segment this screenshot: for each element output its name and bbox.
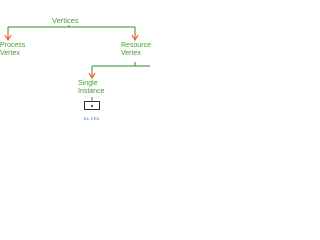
- vertices-diagram: Vertices Process Vertex Resource Vertex …: [0, 0, 151, 150]
- single-instance-label: Single Instance: [78, 80, 104, 96]
- connector-lines: [4, 25, 150, 101]
- process-line2: Vertex: [0, 50, 20, 57]
- resource-vertex-label: Resource Vertex: [121, 42, 151, 58]
- process-vertex-label: Process Vertex: [0, 42, 25, 58]
- process-line1: Process: [0, 42, 26, 49]
- resource-line2: Vertex: [121, 50, 141, 57]
- resource-line1: Resource: [121, 42, 151, 49]
- example-caption: Ex. CPU: [84, 116, 100, 121]
- single-instance-box: [84, 101, 100, 110]
- instance-dot-icon: [91, 105, 93, 107]
- single-line2: Instance: [78, 88, 105, 95]
- single-line1: Single: [78, 80, 98, 87]
- diagram-title: Vertices: [52, 16, 79, 25]
